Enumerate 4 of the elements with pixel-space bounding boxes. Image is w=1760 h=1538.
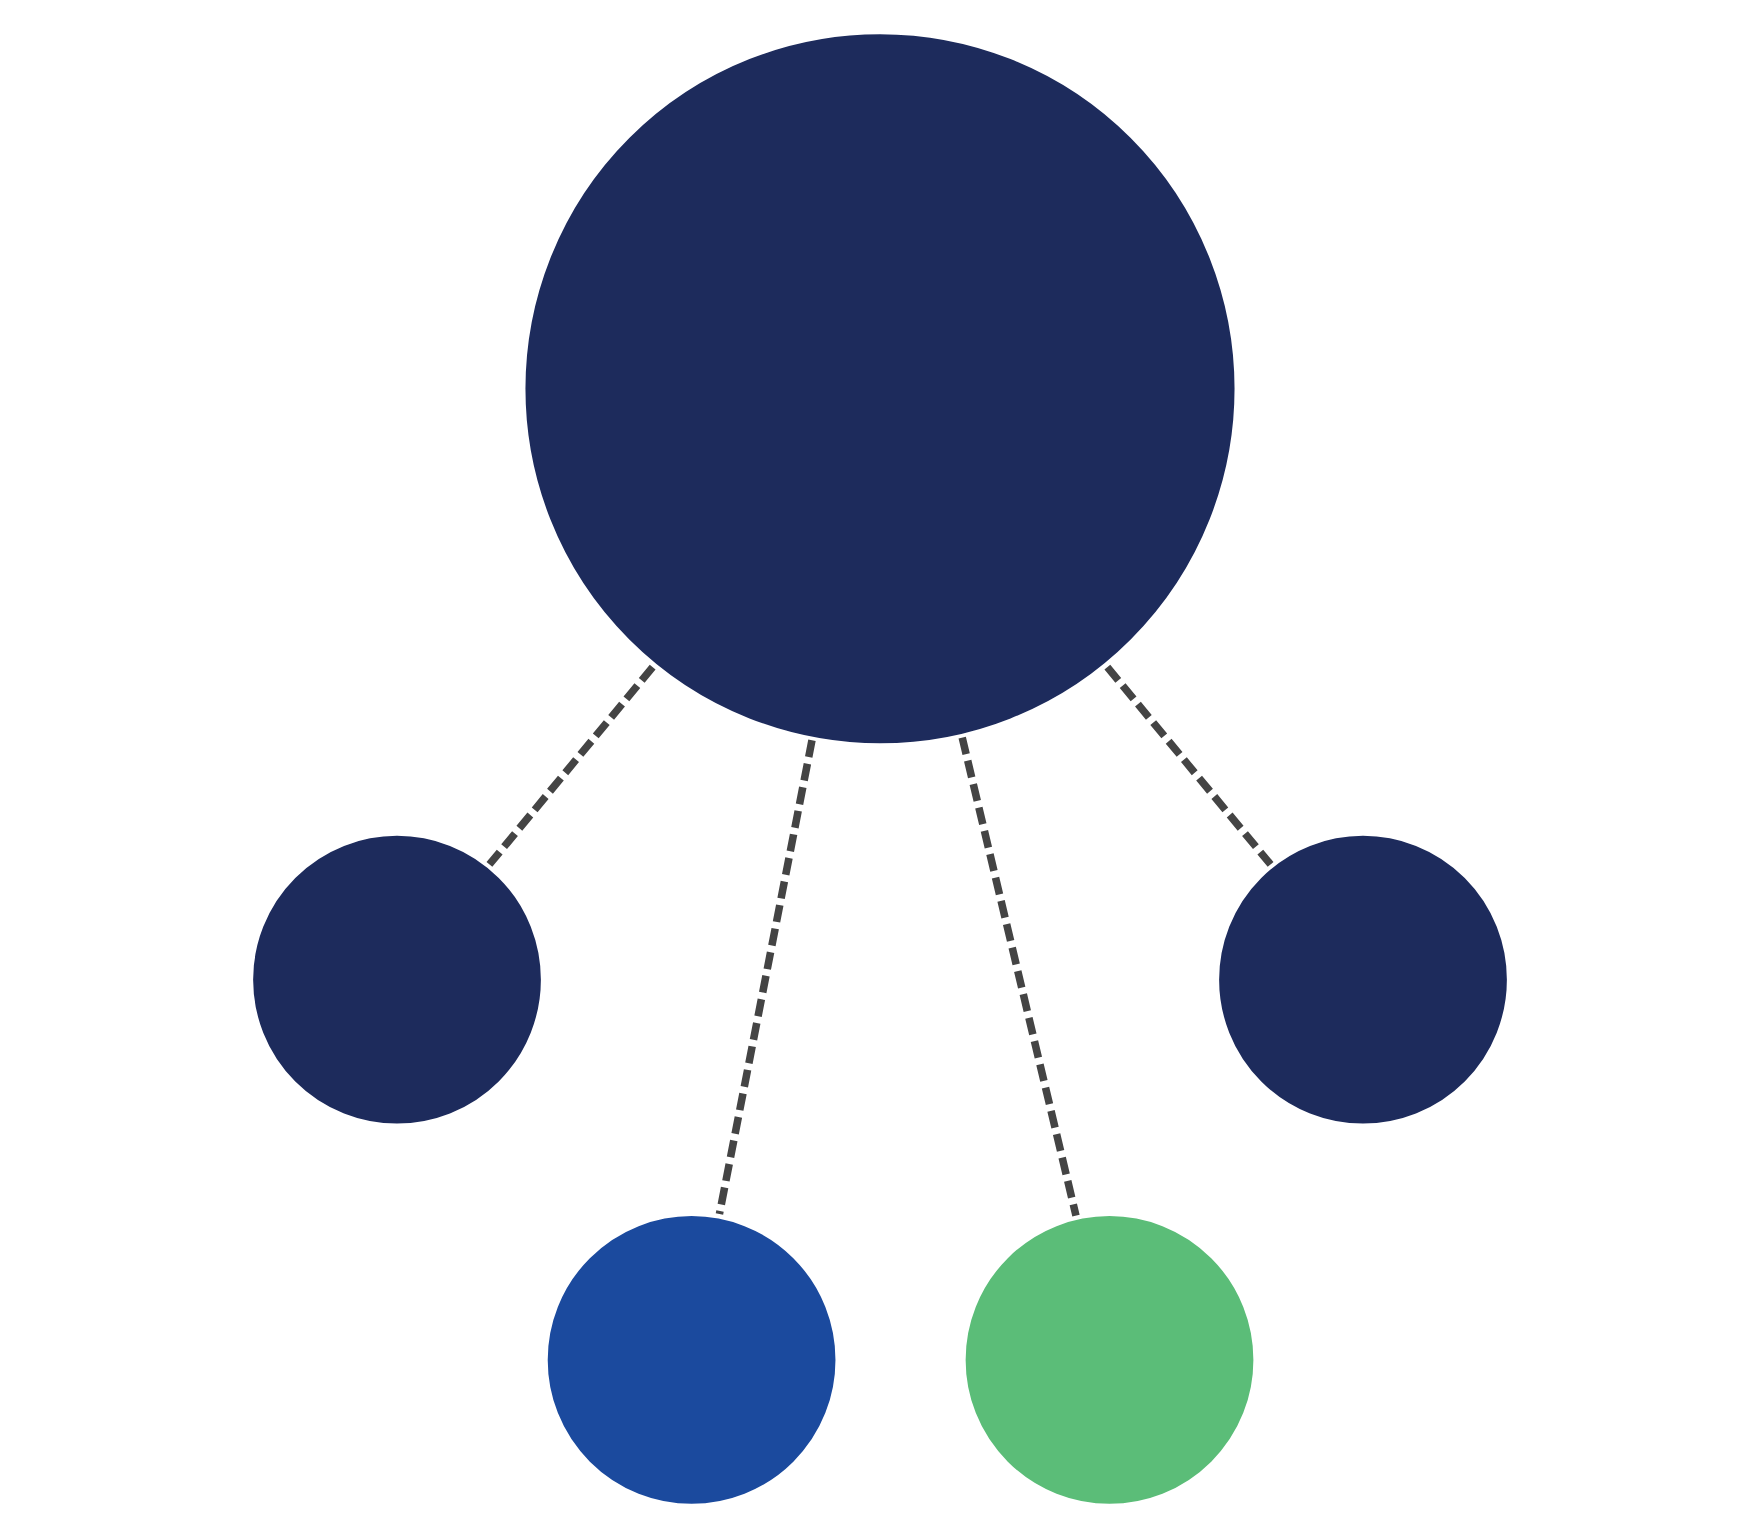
connector xyxy=(486,664,656,867)
connector xyxy=(1104,664,1274,867)
connector xyxy=(715,739,816,1215)
connector xyxy=(958,736,1080,1217)
